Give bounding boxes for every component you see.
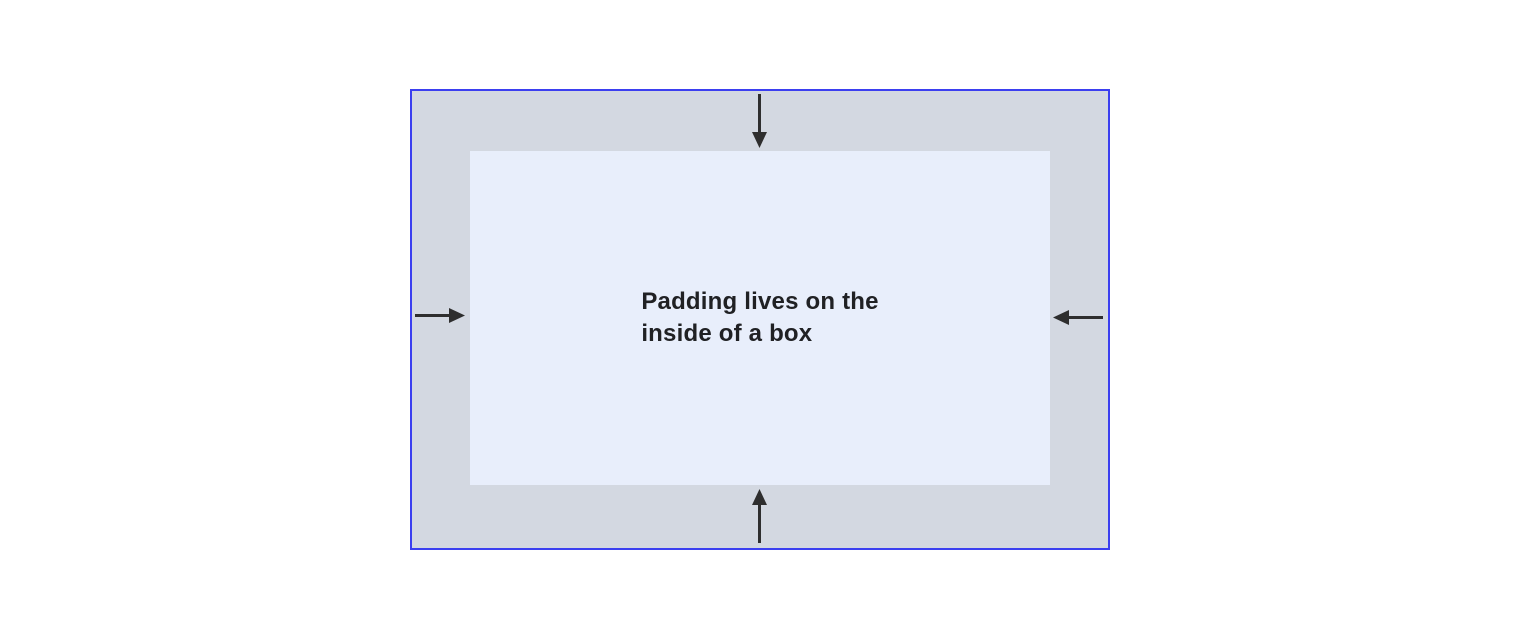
arrow-up-icon <box>752 489 767 543</box>
content-box: Padding lives on the inside of a box <box>470 151 1050 485</box>
padding-label: Padding lives on the inside of a box <box>641 286 878 350</box>
arrow-down-icon <box>752 94 767 148</box>
arrow-right-icon <box>415 308 465 323</box>
arrow-left-icon <box>1053 310 1103 325</box>
padding-label-line1: Padding lives on the <box>641 288 879 315</box>
padding-label-line2: inside of a box <box>641 320 813 347</box>
